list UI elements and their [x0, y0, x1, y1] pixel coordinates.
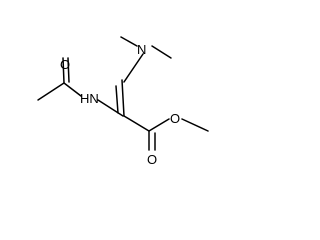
bond-alpha-nh [97, 99, 124, 117]
amide-o-label: O [60, 57, 70, 72]
bond-o-methyl [181, 118, 209, 132]
bond-n-methyl-left [120, 36, 138, 47]
bond-vinyl-double-inner [115, 85, 119, 114]
bond-ester-o-single [148, 118, 170, 132]
ester-carbonyl-o-label: O [147, 152, 157, 167]
bond-n-methyl-right [151, 45, 172, 59]
bond-n-vinyl [123, 53, 144, 83]
molecule-structure: N HN O O O [37, 36, 209, 167]
bond-amide-co-outer [62, 57, 65, 84]
bond-nh-carbonyl [63, 82, 82, 97]
bond-acetyl-methyl [37, 82, 65, 101]
bond-vinyl-double-outer [121, 79, 125, 117]
bond-amide-co-inner [67, 57, 70, 83]
amide-nh-label: HN [80, 91, 99, 106]
amine-n-label: N [137, 42, 146, 57]
ester-methoxy-o-label: O [170, 111, 180, 126]
bond-alpha-ester [123, 115, 150, 132]
